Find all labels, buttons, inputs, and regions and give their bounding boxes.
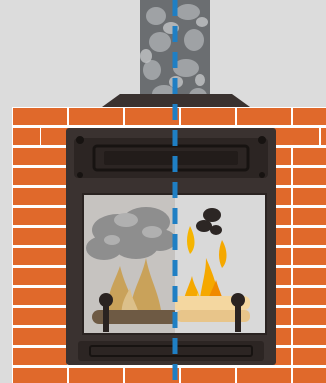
fireplace-diagram (0, 0, 326, 383)
fireplace-illustration (0, 0, 326, 383)
